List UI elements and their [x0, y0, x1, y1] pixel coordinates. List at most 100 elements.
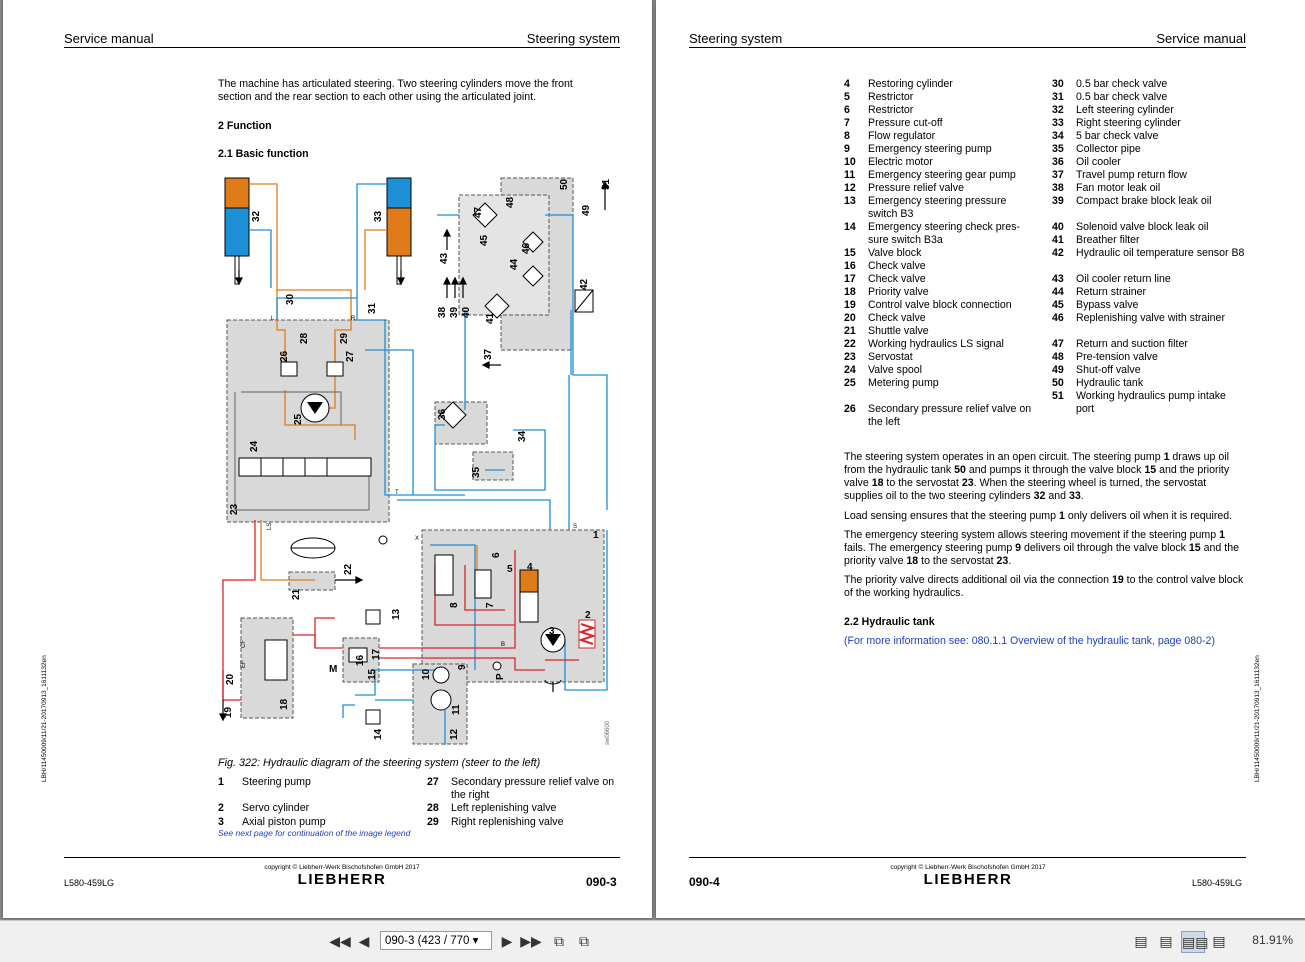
label-28: 28 [299, 332, 310, 344]
legend-number: 46 [1052, 312, 1064, 324]
continuous-page-icon[interactable]: ▤ [1159, 933, 1173, 949]
two-page-icon[interactable]: ▤▤ [1181, 931, 1208, 953]
legend-number: 4 [844, 78, 850, 90]
legend-text: Flow regulator [868, 130, 936, 142]
continuous-two-page-icon[interactable]: ▤ [1212, 933, 1226, 949]
legend-text: Secondary pressure relief valve on the l… [868, 403, 1032, 428]
legend-text: Pre-tension valve [1076, 351, 1158, 363]
label-4: 4 [527, 562, 533, 573]
paragraph-run: 15 [1188, 542, 1201, 554]
legend-text: Emergency steering gear pump [868, 169, 1016, 181]
single-page-icon[interactable]: ▤ [1134, 933, 1148, 949]
legend-text: Bypass valve [1076, 299, 1139, 311]
legend-text: 0.5 bar check valve [1076, 91, 1168, 103]
svg-text:L: L [271, 316, 275, 322]
label-40: 40 [461, 306, 472, 318]
legend-number: 32 [1052, 104, 1064, 116]
model-code: L580-459LG [1192, 878, 1243, 888]
header-rule [64, 47, 620, 48]
label-33: 33 [373, 210, 384, 222]
legend-number: 9 [844, 143, 850, 155]
tank-reference-link[interactable]: (For more information see: 080.1.1 Overv… [844, 635, 1215, 647]
paragraph-emergency: The emergency steering system allows ste… [844, 529, 1244, 568]
legend-text: Replenishing valve with strainer [1076, 312, 1225, 324]
shuttle-box [288, 571, 336, 591]
legend-number: 17 [844, 273, 856, 285]
page-number-select[interactable]: 090-3 (423 / 770 ▾ [380, 931, 492, 950]
label-36: 36 [437, 408, 448, 420]
legend-number: 47 [1052, 338, 1064, 350]
history-forward-icon[interactable]: ⧉ [579, 933, 589, 949]
zoom-level[interactable]: 81.91% [1252, 933, 1293, 947]
label-41: 41 [485, 312, 496, 324]
side-code: LBH/11450009/11/21-20170913_1611132en [41, 655, 48, 782]
paragraph-run: 18 [906, 555, 919, 567]
svg-text:T: T [395, 490, 399, 496]
legend-number: 51 [1052, 390, 1064, 402]
diagram-number-labels: 32 33 30 31 28 29 26 27 25 24 23 36 34 3… [223, 178, 612, 740]
label-45: 45 [479, 234, 490, 246]
legend-text: Return strainer [1076, 286, 1147, 298]
first-page-icon[interactable]: ◀◀ [329, 933, 351, 949]
svg-text:EF: EF [241, 660, 247, 668]
label-13: 13 [391, 608, 402, 620]
label-50: 50 [559, 178, 570, 190]
label-22: 22 [343, 563, 354, 575]
legend-text: Shuttle valve [868, 325, 929, 337]
legend-number: 18 [844, 286, 856, 298]
paragraph-run: . [1080, 490, 1084, 502]
paragraph-run: 15 [1144, 464, 1157, 476]
legend-number: 37 [1052, 169, 1064, 181]
history-back-icon[interactable]: ⧉ [554, 933, 564, 949]
paragraph-run: 23 [961, 477, 974, 489]
label-30: 30 [285, 293, 296, 305]
last-page-icon[interactable]: ▶▶ [520, 933, 542, 949]
label-20: 20 [225, 673, 236, 685]
heading-function: 2 Function [218, 120, 272, 132]
prev-page-icon[interactable]: ◀ [358, 933, 370, 949]
label-9: 9 [457, 664, 468, 670]
page-number: 090-3 [586, 875, 617, 889]
label-42: 42 [579, 278, 590, 290]
figure-code: sw06600 [605, 720, 611, 745]
legend-text: Electric motor [868, 156, 933, 168]
diagram-port-labels: L R T S X LS CF EF B [241, 316, 577, 668]
paragraph-run: to the servostat [918, 555, 997, 567]
paragraph-run: The steering system operates in an open … [844, 451, 1164, 463]
next-page-icon[interactable]: ▶ [501, 933, 513, 949]
label-27: 27 [345, 350, 356, 362]
paragraph-run: fails. The emergency steering pump [844, 542, 1016, 554]
paragraph-load-sensing: Load sensing ensures that the steering p… [844, 510, 1244, 523]
legend-text: Right steering cylinder [1076, 117, 1181, 129]
legend-number: 10 [844, 156, 856, 168]
legend-number: 20 [844, 312, 856, 324]
legend-number: 35 [1052, 143, 1064, 155]
legend-text: Oil cooler [1076, 156, 1121, 168]
label-47: 47 [473, 206, 484, 218]
label-11: 11 [451, 704, 462, 715]
legend-number: 30 [1052, 78, 1064, 90]
continued-note-link[interactable]: See next page for continuation of the im… [218, 828, 411, 838]
left-header-section: Steering system [526, 31, 620, 46]
cooler-box [434, 401, 488, 445]
pdf-toolbar: ◀◀ ◀ 090-3 (423 / 770 ▾ ▶ ▶▶ ⧉ ⧉ ▤ ▤ ▤▤ … [0, 920, 1305, 962]
label-7: 7 [485, 602, 496, 608]
legend-number: 36 [1052, 156, 1064, 168]
label-35: 35 [471, 466, 482, 478]
legend-text: Hydraulic oil temperature sensor B8 [1076, 247, 1245, 259]
legend-number: 15 [844, 247, 856, 259]
right-header-title: Service manual [1156, 31, 1246, 46]
legend-number: 5 [844, 91, 850, 103]
legend-text: Working hydraulics pump intake port [1076, 390, 1226, 415]
label-P: P [495, 673, 506, 680]
label-48: 48 [505, 196, 516, 208]
heading-basic-function: 2.1 Basic function [218, 148, 309, 160]
label-38: 38 [437, 306, 448, 318]
legend-number: 25 [844, 377, 856, 389]
legend-number: 31 [1052, 91, 1064, 103]
legend-text: Breather filter [1076, 234, 1140, 246]
copyright: copyright © Liebherr-Werk Bischofshofen … [264, 864, 420, 871]
legend-number: 23 [844, 351, 856, 363]
label-18: 18 [279, 698, 290, 710]
hydraulic-diagram: 32 33 30 31 28 29 26 27 25 24 23 36 34 3… [219, 177, 612, 745]
